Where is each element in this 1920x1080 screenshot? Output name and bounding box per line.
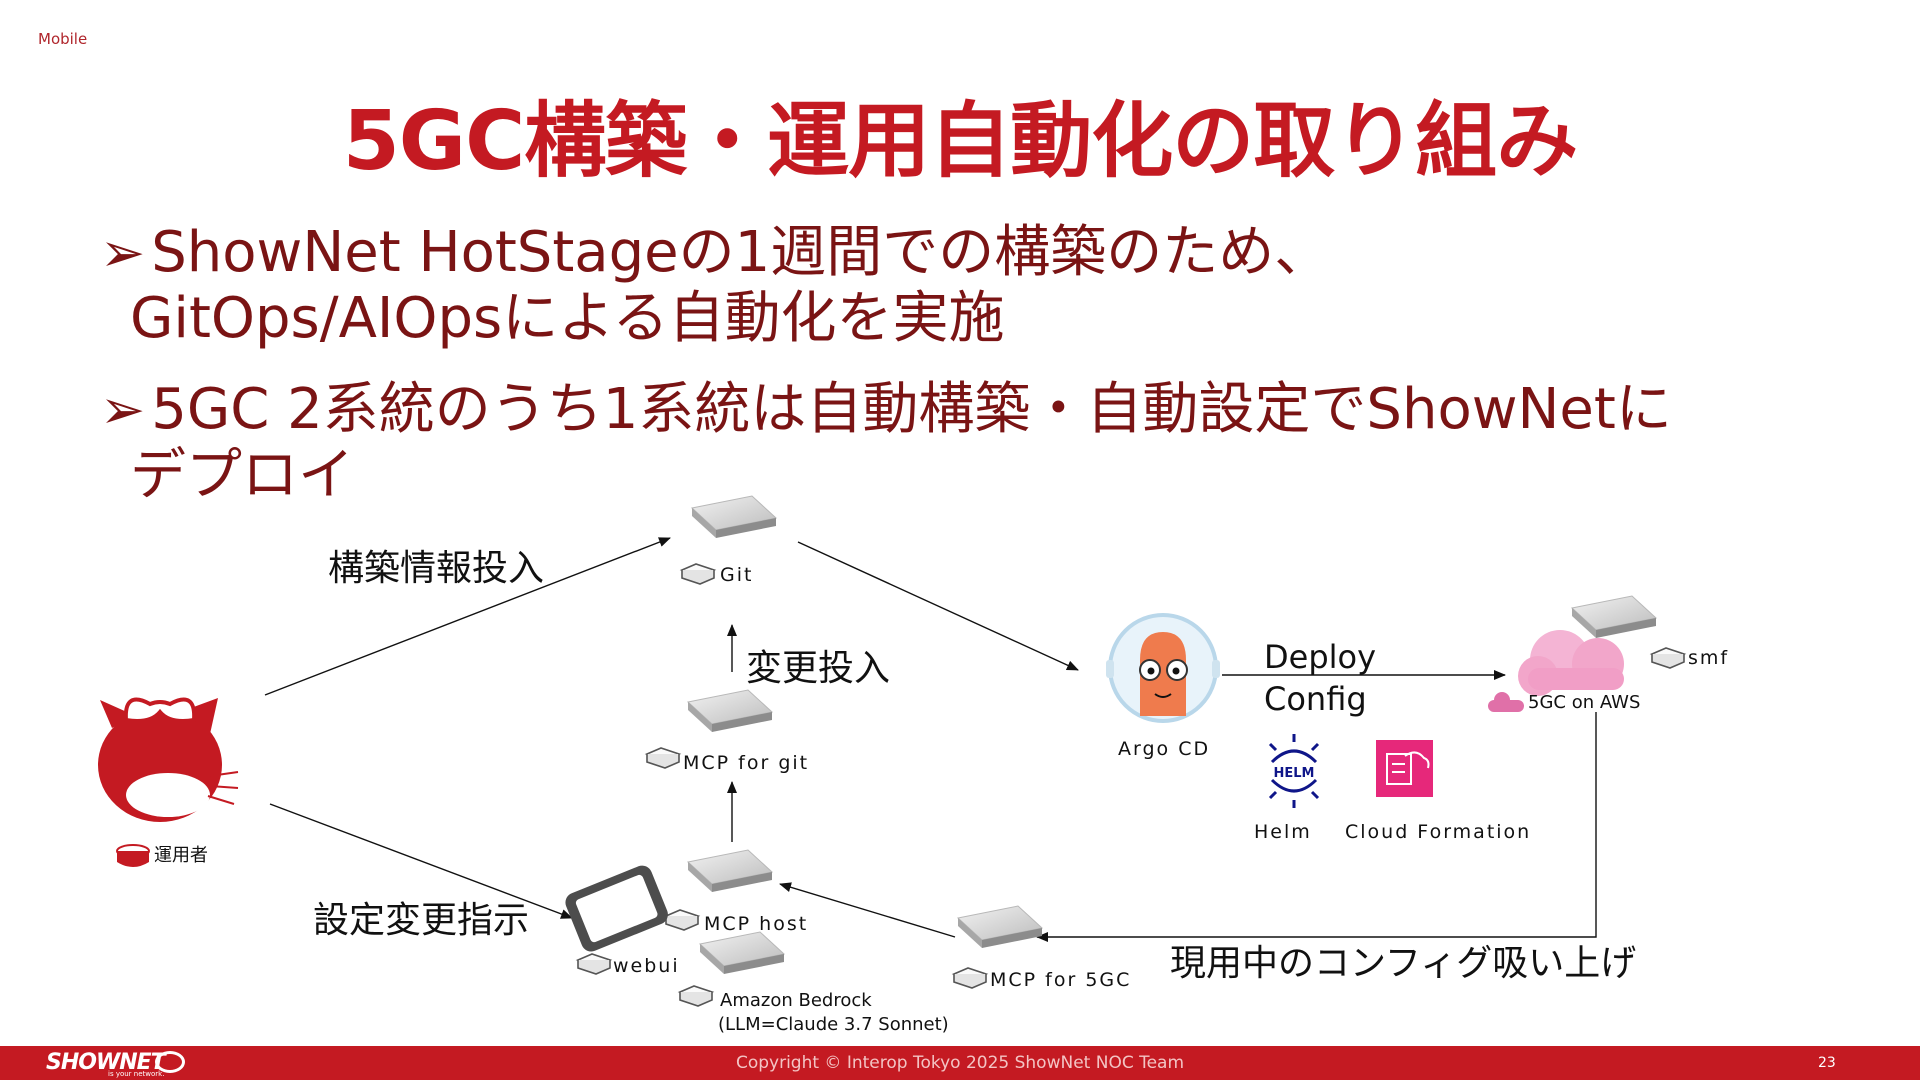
server-icon (687, 849, 773, 893)
server-icon (957, 905, 1043, 949)
node-git-label: Git (720, 564, 753, 586)
edge-aws-mcp5gc (1036, 712, 1597, 942)
cloud-icon (1518, 630, 1624, 696)
edge-operator-git (264, 537, 671, 696)
edge-label-deploy: Deploy (1264, 638, 1376, 676)
node-cloudformation: Cloud Formation (1345, 740, 1531, 843)
helm-wheel-icon (1268, 734, 1320, 808)
argo-mascot-icon (1106, 613, 1220, 723)
node-helm-label: Helm (1254, 821, 1312, 843)
cloud-icon (1488, 692, 1524, 712)
node-aws-label: 5GC on AWS (1528, 692, 1640, 713)
node-helm: HELM Helm (1254, 734, 1320, 843)
shownet-logo: SHOWNET (46, 1050, 166, 1075)
edge-label-to-git: 構築情報投入 (328, 548, 544, 589)
node-mcp-host-label: MCP host (704, 913, 808, 935)
node-mcp-git: MCP for git (646, 689, 809, 774)
node-smf-label: smf (1688, 647, 1729, 669)
node-git: Git (681, 495, 777, 586)
edge-mcp5gc-mcphost (779, 882, 956, 938)
node-mcp-5gc-label: MCP for 5GC (990, 969, 1131, 991)
database-icon (679, 985, 713, 1007)
bullet-2: ➢5GC 2系統のうち1系統は自動構築・自動設定でShowNetに デプロイ (100, 377, 1890, 509)
server-icon (687, 689, 773, 733)
bullet-1: ➢ShowNet HotStageの1週間での構築のため、 GitOps/AIO… (100, 220, 1890, 352)
database-icon (646, 747, 680, 769)
page-number: 23 (1818, 1055, 1836, 1071)
database-icon (953, 967, 987, 989)
shownet-logo-ring-icon (155, 1051, 185, 1073)
node-webui-label: webui (613, 955, 680, 977)
edge-label-to-mcp-host: 設定変更指示 (313, 900, 529, 941)
node-argo: Argo CD (1106, 613, 1220, 760)
node-operator-label: 運用者 (154, 845, 208, 866)
node-bedrock: Amazon Bedrock (LLM=Claude 3.7 Sonnet) (679, 931, 949, 1035)
cloudformation-icon (1376, 740, 1433, 797)
copyright: Copyright © Interop Tokyo 2025 ShowNet N… (735, 1053, 1185, 1073)
edge-git-argo (797, 541, 1079, 671)
page-title: 5GC構築・運用自動化の取り組み (342, 94, 1579, 189)
server-icon (699, 931, 785, 975)
bullet-arrow-icon: ➢ (100, 378, 146, 441)
edge-lines (264, 537, 1597, 942)
edge-label-config: Config (1264, 680, 1367, 718)
bullet-arrow-icon: ➢ (100, 221, 146, 284)
tablet-icon (565, 865, 668, 952)
node-webui: webui (565, 865, 680, 977)
helm-logo-text: HELM (1274, 766, 1315, 781)
node-aws: smf 5GC on AWS (1488, 595, 1729, 713)
node-cloudformation-label: Cloud Formation (1345, 821, 1531, 843)
bullet-2-line1: 5GC 2系統のうち1系統は自動構築・自動設定でShowNetに (151, 377, 1672, 442)
edge-operator-webui (269, 803, 573, 919)
footer-bar: SHOWNET is your network. Copyright © Int… (0, 1046, 1920, 1080)
database-icon (1651, 647, 1685, 669)
server-icon (1571, 595, 1657, 639)
node-argo-label: Argo CD (1118, 738, 1210, 760)
node-bedrock-sublabel: (LLM=Claude 3.7 Sonnet) (718, 1014, 949, 1035)
node-operator: 運用者 (98, 697, 239, 867)
database-icon (665, 909, 699, 931)
edge-label-mcp-to-git: 変更投入 (746, 648, 890, 689)
node-mcp-host: MCP host (665, 849, 808, 935)
node-bedrock-label: Amazon Bedrock (720, 990, 872, 1011)
server-icon (691, 495, 777, 539)
bullet-2-line2: デプロイ (130, 443, 354, 508)
bullet-1-line1: ShowNet HotStageの1週間での構築のため、 (151, 220, 1331, 285)
node-mcp-git-label: MCP for git (683, 752, 809, 774)
database-icon (116, 844, 150, 867)
node-mcp-5gc: MCP for 5GC (953, 905, 1131, 991)
edge-label-pull-config: 現用中のコンフィグ吸い上げ (1170, 943, 1636, 984)
section-label: Mobile (38, 30, 88, 48)
database-icon (681, 563, 715, 585)
shownet-tagline: is your network. (108, 1070, 165, 1078)
cat-mascot-icon (98, 697, 239, 822)
database-icon (577, 953, 611, 975)
bullet-1-line2: GitOps/AIOpsによる自動化を実施 (130, 286, 1005, 351)
